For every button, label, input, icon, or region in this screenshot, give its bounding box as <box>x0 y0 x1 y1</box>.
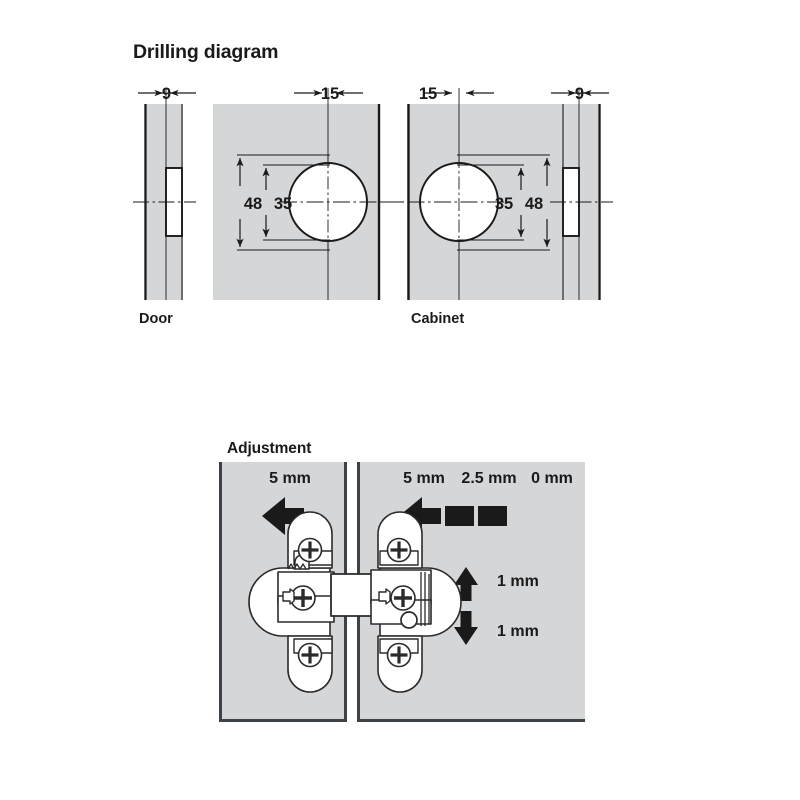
drilling-diagram-title: Drilling diagram <box>133 41 279 63</box>
dimension-door-left-thickness: 9 <box>138 85 196 103</box>
dimension-door-right-thickness: 9 <box>551 85 609 103</box>
adjustment-arrow-up <box>454 567 478 601</box>
adjustment-arrow-right <box>399 497 507 535</box>
dimension-cup-right-35: 35 <box>457 164 525 241</box>
adjustment-title: Adjustment <box>227 440 312 457</box>
dim-cup-right-48: 48 <box>525 195 543 213</box>
dimension-cabinet-right-edge: 15 <box>419 85 494 103</box>
adj-right-depth-label-2-5mm: 2.5 mm <box>461 470 516 487</box>
adjustment-arrow-left <box>262 497 304 535</box>
adj-right-depth-label-0mm: 0 mm <box>531 470 573 487</box>
door-panel-left <box>133 88 196 300</box>
hinge-assembly <box>248 511 462 693</box>
panel-gap <box>344 462 360 722</box>
adj-right-depth-label-5mm: 5 mm <box>403 470 445 487</box>
cabinet-label: Cabinet <box>411 311 465 327</box>
adj-height-up-label: 1 mm <box>497 573 539 590</box>
hinge-plate-right <box>370 511 462 693</box>
dim-cup-left-35: 35 <box>274 195 292 213</box>
adj-left-depth-label: 5 mm <box>269 470 311 487</box>
dimension-cup-left-35: 35 <box>262 164 330 241</box>
adjustment-arrow-down <box>454 611 478 645</box>
dimension-cabinet-left-edge: 15 <box>294 85 363 103</box>
door-label: Door <box>139 311 173 327</box>
dim-cabinet-left-15: 15 <box>321 85 339 103</box>
cabinet-panel-left <box>213 88 406 300</box>
dimension-cup-left-48: 48 <box>236 154 330 251</box>
dim-door-right-9: 9 <box>575 85 584 103</box>
dim-cabinet-right-15: 15 <box>419 85 437 103</box>
dim-cup-right-35: 35 <box>495 195 513 213</box>
door-panel-right <box>550 88 613 300</box>
dimension-cup-right-48: 48 <box>457 154 551 251</box>
adj-height-down-label: 1 mm <box>497 623 539 640</box>
cabinet-panel-right <box>381 88 574 300</box>
dim-cup-left-48: 48 <box>244 195 262 213</box>
hinge-plate-left <box>248 511 335 693</box>
dim-door-left-9: 9 <box>162 85 171 103</box>
